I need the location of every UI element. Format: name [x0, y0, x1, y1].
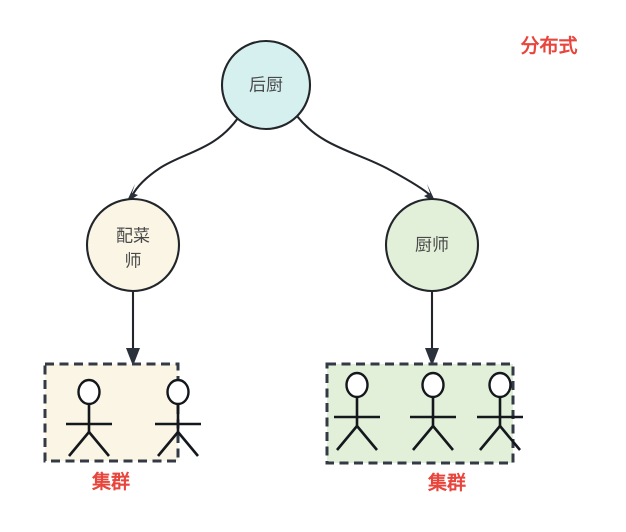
edge-left-to-cluster	[126, 292, 140, 366]
node-left-label-line1: 配菜	[116, 227, 150, 246]
cluster-label-right: 集群	[427, 471, 466, 494]
edge-root-to-right	[296, 115, 436, 203]
node-root-circle[interactable]	[220, 39, 312, 131]
cluster-label-left: 集群	[91, 470, 130, 493]
person-icon	[410, 371, 456, 451]
edge-root-to-left-path	[131, 117, 239, 197]
arrow-head-left-cluster	[126, 348, 140, 366]
edge-right-to-cluster	[425, 292, 439, 366]
node-right-label: 厨师	[415, 236, 449, 255]
arrow-head-right-cluster	[425, 348, 439, 366]
edge-root-to-right-path	[296, 115, 432, 197]
node-right-circle[interactable]	[384, 197, 480, 293]
node-left-label-line2: 师	[125, 252, 142, 271]
cluster-box-left[interactable]	[43, 362, 180, 463]
annotation-distributed: 分布式	[520, 34, 577, 57]
person-icon	[334, 371, 380, 451]
person-icon	[477, 371, 523, 451]
node-left-circle[interactable]	[85, 197, 181, 293]
node-root-label: 后厨	[249, 76, 283, 95]
person-icon	[66, 378, 112, 457]
edge-root-to-left	[126, 117, 239, 203]
person-icon	[155, 378, 201, 457]
